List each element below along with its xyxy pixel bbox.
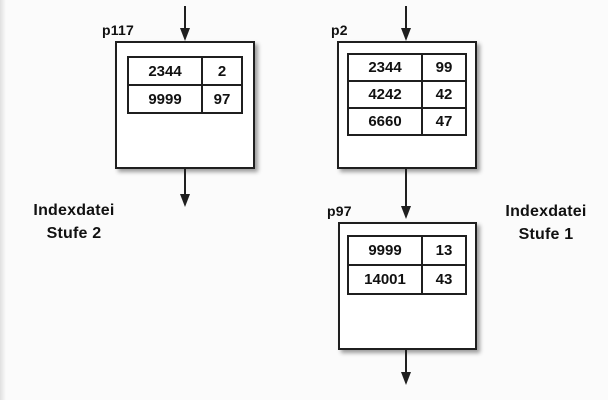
arrow-into-p2-line [405,6,407,29]
arrow-p2-to-p97-head-icon [401,206,411,219]
table-cell-key: 9999 [127,84,203,114]
node-label-p2: p2 [331,22,348,38]
table-cell-key: 9999 [347,235,423,266]
index-table-p97: 9999 13 14001 43 [347,235,467,295]
annotation-indexdatei-stufe-1: Indexdatei Stufe 1 [484,200,608,246]
table-cell-pointer: 42 [421,80,467,109]
arrow-p2-to-p97-line [405,169,407,207]
table-row: 14001 43 [347,264,467,295]
annotation-line: Indexdatei [505,203,587,220]
table-cell-pointer: 43 [421,264,467,295]
arrow-out-p97-head-icon [401,372,411,385]
table-cell-pointer: 99 [421,53,467,82]
node-box-p117: 2344 2 9999 97 [115,41,255,169]
arrow-into-p117-head-icon [180,28,190,41]
node-box-p97: 9999 13 14001 43 [338,222,477,350]
annotation-line: Stufe 2 [46,225,102,242]
table-row: 2344 99 [347,53,467,82]
node-box-p2: 2344 99 4242 42 6660 47 [337,41,477,169]
node-label-p117: p117 [102,22,134,38]
table-row: 4242 42 [347,80,467,109]
table-cell-key: 6660 [347,107,423,136]
table-cell-key: 2344 [127,56,203,86]
table-cell-key: 2344 [347,53,423,82]
table-cell-pointer: 13 [421,235,467,266]
table-cell-key: 14001 [347,264,423,295]
arrow-out-p117-line [184,169,186,195]
index-table-p2: 2344 99 4242 42 6660 47 [347,53,467,136]
table-cell-key: 4242 [347,80,423,109]
annotation-indexdatei-stufe-2: Indexdatei Stufe 2 [10,199,138,245]
table-row: 6660 47 [347,107,467,136]
table-row: 2344 2 [127,56,243,86]
annotation-line: Indexdatei [33,202,115,219]
arrow-into-p117-line [184,6,186,29]
arrow-out-p117-head-icon [180,194,190,207]
index-table-p117: 2344 2 9999 97 [127,56,243,114]
table-cell-pointer: 2 [201,56,243,86]
table-row: 9999 97 [127,84,243,114]
table-cell-pointer: 47 [421,107,467,136]
page-edge-shade [0,0,6,400]
arrow-into-p2-head-icon [401,28,411,41]
node-label-p97: p97 [327,203,352,219]
arrow-out-p97-line [405,350,407,373]
table-cell-pointer: 97 [201,84,243,114]
annotation-line: Stufe 1 [518,226,574,243]
table-row: 9999 13 [347,235,467,266]
